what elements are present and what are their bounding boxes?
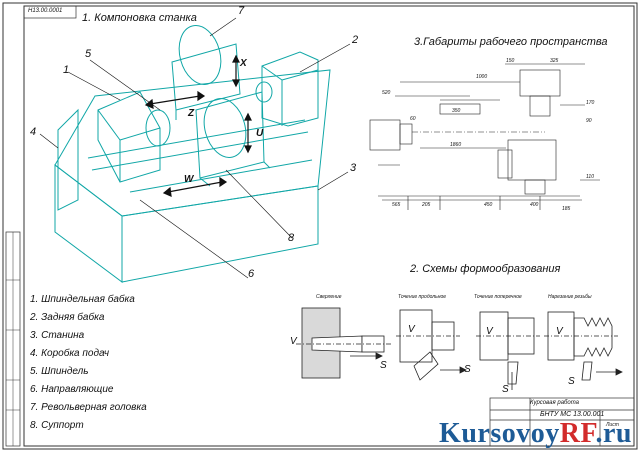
dim-1000: 1000 — [476, 74, 488, 80]
outer-frame — [2, 2, 638, 450]
legend-item-6: 6. Направляющие — [30, 384, 114, 395]
callout-8: 8 — [288, 232, 295, 244]
dim-450: 450 — [484, 202, 493, 208]
title-block-sheets: Лист — [606, 422, 619, 428]
title-workspace: 3.Габариты рабочего пространства — [414, 36, 608, 48]
scheme-cross-turning-label: Точение поперечное — [474, 294, 522, 300]
tailstock — [261, 51, 319, 127]
scheme-drilling-label: Сверление — [316, 294, 342, 300]
legend-item-8: 8. Суппорт — [30, 420, 84, 431]
callout-2: 2 — [352, 34, 359, 46]
legend-item-3: 3. Станина — [30, 330, 85, 341]
legend-item-5: 5. Шпиндель — [30, 366, 89, 377]
spindle — [145, 109, 171, 147]
title-block-doc-type: Курсовая работа — [530, 400, 580, 406]
legend-item-2: 2. Задняя бабка — [30, 312, 105, 323]
dim-1860: 1860 — [450, 142, 462, 148]
dim-185: 185 — [562, 206, 571, 212]
inner-frame — [23, 5, 635, 447]
title-layout: 1. Компоновка станка — [82, 12, 197, 24]
title-block-code: БНТУ МС 13.00.001 — [540, 411, 605, 418]
dim-520: 520 — [382, 90, 391, 96]
dim-90: 90 — [586, 118, 592, 124]
bed-side — [54, 163, 123, 283]
axis-z-label: Z — [188, 108, 195, 119]
legend-item-7: 7. Револьверная головка — [30, 402, 147, 413]
long-v-label: V — [408, 324, 415, 335]
feed-box — [57, 108, 79, 211]
forming-schemes — [296, 307, 623, 390]
axis-u-label: U — [256, 128, 264, 139]
code-stamp — [23, 5, 77, 19]
dim-325: 325 — [550, 58, 559, 64]
cross-v-label: V — [486, 326, 493, 337]
scheme-long-turning-label: Точение продольное — [398, 294, 447, 300]
thread-v-label: V — [556, 326, 563, 337]
scheme-threading-label: Нарезание резьбы — [548, 294, 592, 300]
callout-1: 1 — [63, 64, 70, 76]
callout-5: 5 — [85, 48, 92, 60]
thread-s-label: S — [568, 376, 575, 387]
stamp-code: Н13.00.0001 — [28, 8, 63, 14]
workspace-diagram — [369, 63, 600, 210]
dim-150: 150 — [506, 58, 515, 64]
bed-top — [54, 69, 331, 217]
axis-w-label: W — [184, 174, 194, 185]
callout-3: 3 — [350, 162, 357, 174]
dim-110: 110 — [586, 174, 594, 180]
dim-400: 400 — [530, 202, 539, 208]
dim-205: 205 — [422, 202, 431, 208]
drilling-s-label: S — [380, 360, 387, 371]
title-forming: 2. Схемы формообразования — [410, 263, 561, 275]
headstock — [97, 91, 161, 183]
lower-turret — [203, 98, 247, 158]
axis-x-label: X — [240, 58, 247, 69]
title-block — [489, 397, 635, 447]
callout-4: 4 — [30, 126, 37, 138]
dim-565: 565 — [392, 202, 401, 208]
dim-170: 170 — [586, 100, 595, 106]
watermark-logo: KursovoyRF.ru — [439, 418, 632, 449]
legend-item-4: 4. Коробка подач — [30, 348, 110, 359]
dim-60: 60 — [410, 116, 416, 122]
upper-turret — [178, 25, 222, 85]
drilling-v-label: V — [290, 336, 297, 347]
dim-350: 350 — [452, 108, 461, 114]
upper-slide — [171, 43, 241, 111]
callout-7: 7 — [238, 5, 245, 17]
long-s-label: S — [464, 364, 471, 375]
cross-s-label: S — [502, 384, 509, 395]
callout-6: 6 — [248, 268, 255, 280]
legend-item-1: 1. Шпиндельная бабка — [30, 294, 135, 305]
machine-layout — [54, 25, 331, 283]
